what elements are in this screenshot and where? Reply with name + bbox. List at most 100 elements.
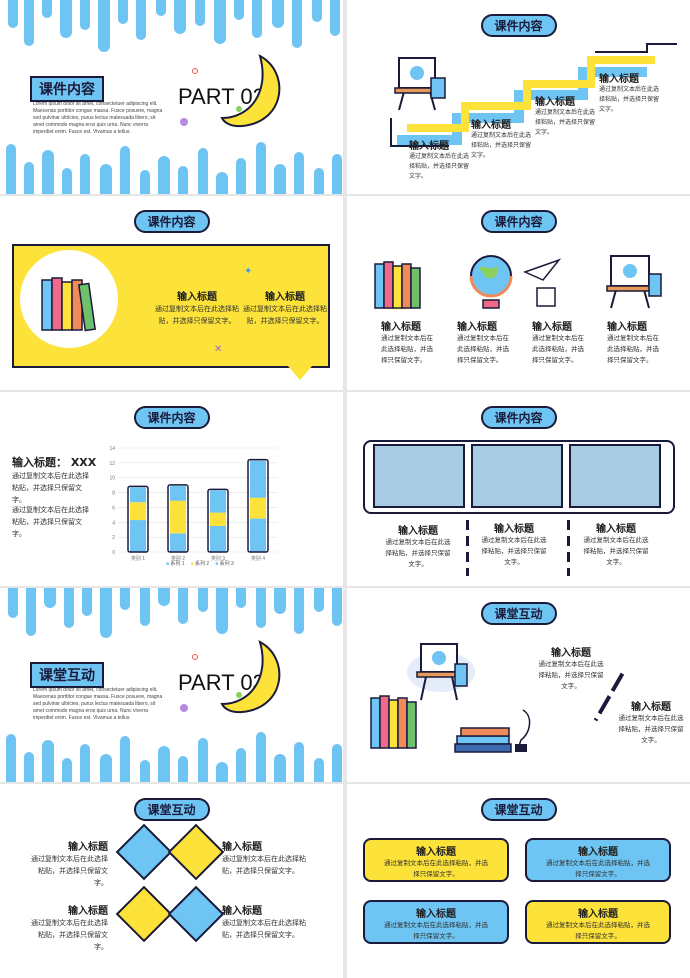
chart-legend: ■ 系列 1 ■ 系列 2 ■ 系列 3 xyxy=(166,560,234,567)
bar-segment xyxy=(210,526,226,552)
item-2: 输入标题 通过复制文本后在此选择粘贴，并选择只保留文字。 xyxy=(618,702,684,744)
section-pill: 课堂互动 xyxy=(480,798,557,821)
chart-heading: 输入标题： XXX xyxy=(12,456,97,469)
item-2: 输入标题 通过复制文本后在此选择粘贴，并选择只保留文字。 xyxy=(481,524,547,566)
diamond-4 xyxy=(167,885,225,943)
y-tick-label: 14 xyxy=(109,446,115,452)
legend-series-1: ■ 系列 1 xyxy=(166,561,185,567)
bar-segment xyxy=(170,533,186,552)
paragraph-1: 通过复制文本后在此选择粘贴，并选择只保留文字。 xyxy=(12,472,89,504)
photo-3 xyxy=(569,444,661,508)
bar-outline xyxy=(127,485,149,553)
item-1: 输入标题 通过复制文本后在此选择粘贴，并选择只保留文字。 xyxy=(381,322,433,364)
cross-icon: ✕ xyxy=(214,344,223,355)
section-pill: 课堂互动 xyxy=(133,798,210,821)
slide-4-four-items[interactable]: 课件内容 输入标题 通过复制文本后在此选择粘贴，并选择只保留文字。 输入标题 通… xyxy=(347,196,690,390)
item-3: 输入标题 通过复制文本后在此选择粘贴，并选择只保留文字。 xyxy=(532,322,584,364)
section-pill: 课堂互动 xyxy=(480,602,557,625)
item-1: 输入标题 通过复制文本后在此选择粘贴，并选择只保留文字。 xyxy=(538,648,604,690)
bar-segment xyxy=(130,520,146,552)
dot-purple xyxy=(180,704,188,712)
easel-icon xyxy=(606,255,662,309)
photo-1 xyxy=(373,444,465,508)
panel-tail xyxy=(288,366,312,380)
slide-3-yellow-panel[interactable]: 课件内容 输入标题 通过复制文本后在此选择粘贴，并选择只保留文字。 输入标题 通… xyxy=(0,196,343,390)
y-tick-label: 8 xyxy=(112,491,115,497)
x-tick-label: 类别 4 xyxy=(251,555,265,562)
section-pill: 课件内容 xyxy=(480,14,557,37)
y-tick-label: 6 xyxy=(112,505,115,511)
lorem-paragraph: Lorem ipsum dolor sit amet, consectetuer… xyxy=(33,101,163,135)
card-3: 输入标题 通过复制文本后在此选择粘贴，并选择只保留文字。 xyxy=(363,900,509,944)
section-pill: 课件内容 xyxy=(480,210,557,233)
item-4: 输入标题 通过复制文本后在此选择粘贴，并选择只保留文字。 xyxy=(222,906,306,939)
section-pill: 课件内容 xyxy=(133,406,210,429)
moon-icon xyxy=(220,640,281,714)
dot-red xyxy=(192,68,198,74)
divider-2 xyxy=(567,520,570,576)
step-3: 输入标题 通过复制文本后在此选择粘贴，并选择只保留文字。 xyxy=(535,97,596,136)
bar-segment xyxy=(170,485,186,501)
dot-purple xyxy=(180,118,188,126)
item-1: 输入标题 通过复制文本后在此选择粘贴，并选择只保留文字。 xyxy=(31,842,108,887)
slide-6-photo-strip[interactable]: 课件内容 输入标题 通过复制文本后在此选择粘贴，并选择只保留文字。 输入标题 通… xyxy=(347,392,690,586)
paper-plane-icon xyxy=(523,258,562,307)
step-4: 输入标题 通过复制文本后在此选择粘贴，并选择只保留文字。 xyxy=(599,74,660,113)
dot-green xyxy=(236,106,242,112)
easel-icon xyxy=(407,643,475,701)
photo-frame xyxy=(363,440,675,514)
x-tick-label: 类别 1 xyxy=(131,555,145,562)
legend-series-2: ■ 系列 2 xyxy=(190,561,210,567)
moon-icon xyxy=(220,54,281,128)
slide-7-part-03[interactable]: 课堂互动 Lorem ipsum dolor sit amet, consect… xyxy=(0,588,343,782)
slide-10-cards[interactable]: 课堂互动 输入标题 通过复制文本后在此选择粘贴，并选择只保留文字。 输入标题 通… xyxy=(347,784,690,978)
books-icon xyxy=(374,261,421,310)
divider-1 xyxy=(466,520,469,576)
staircase-shapes xyxy=(390,43,677,147)
section-title: 课堂互动 xyxy=(30,662,104,688)
bar-segment xyxy=(210,490,226,513)
slide-8-illustration[interactable]: 课堂互动 输入标题 通过复制文本后在此选择粘贴，并选择只保留文字。 输入标题 通… xyxy=(347,588,690,782)
book-stack-quill-icon xyxy=(454,709,531,753)
y-tick-label: 4 xyxy=(112,520,115,526)
lorem-paragraph: Lorem ipsum dolor sit amet, consectetuer… xyxy=(33,687,163,721)
part-number: PART 03 xyxy=(178,670,265,695)
globe-icon xyxy=(469,255,513,309)
diamond-2 xyxy=(167,823,225,881)
section-title: 课件内容 xyxy=(30,76,104,102)
part-number: PART 02 xyxy=(178,84,265,109)
item-1: 输入标题 通过复制文本后在此选择粘贴，并选择只保留文字。 xyxy=(155,292,239,325)
slide-5-chart[interactable]: 课件内容 输入标题： XXX 通过复制文本后在此选择粘贴，并选择只保留文字。 通… xyxy=(0,392,343,586)
photo-2 xyxy=(471,444,563,508)
x-tick-label: 类别 2 xyxy=(171,555,185,562)
bar-segment xyxy=(250,497,266,519)
bar-segment xyxy=(250,460,266,498)
dot-green xyxy=(236,692,242,698)
bar-segment xyxy=(210,512,226,526)
x-tick-label: 类别 3 xyxy=(211,555,225,562)
bar-outline xyxy=(167,484,189,553)
item-2: 输入标题 通过复制文本后在此选择粘贴，并选择只保留文字。 xyxy=(222,842,306,875)
dot-red xyxy=(192,654,198,660)
section-pill: 课件内容 xyxy=(133,210,210,233)
slide-1-part-02[interactable]: 课件内容 Lorem ipsum dolor sit amet, consect… xyxy=(0,0,343,194)
legend-series-3: ■ 系列 3 xyxy=(215,561,234,567)
bar-segment xyxy=(130,487,146,503)
diamond-1 xyxy=(115,823,173,881)
step-1: 输入标题 通过复制文本后在此选择粘贴，并选择只保留文字。 xyxy=(409,141,470,180)
item-2: 输入标题 通过复制文本后在此选择粘贴，并选择只保留文字。 xyxy=(243,292,327,325)
bar-segment xyxy=(130,502,146,521)
item-4: 输入标题 通过复制文本后在此选择粘贴，并选择只保留文字。 xyxy=(607,322,659,364)
paragraph-2: 通过复制文本后在此选择粘贴，并选择只保留文字。 xyxy=(12,506,89,538)
y-tick-label: 2 xyxy=(112,535,115,541)
y-tick-label: 10 xyxy=(109,476,115,482)
step-2: 输入标题 通过复制文本后在此选择粘贴，并选择只保留文字。 xyxy=(471,120,532,159)
slide-9-diamonds[interactable]: 课堂互动 输入标题 通过复制文本后在此选择粘贴，并选择只保留文字。 输入标题 通… xyxy=(0,784,343,978)
slide-2-staircase[interactable]: 课件内容 输入标题 通过复制文本后在此选择粘贴，并选择只保留文字。 输入标题 通… xyxy=(347,0,690,194)
diamond-3 xyxy=(115,885,173,943)
bar-outline xyxy=(207,488,229,553)
star-icon: ✦ xyxy=(244,266,253,277)
card-1: 输入标题 通过复制文本后在此选择粘贴，并选择只保留文字。 xyxy=(363,838,509,882)
item-2: 输入标题 通过复制文本后在此选择粘贴，并选择只保留文字。 xyxy=(457,322,509,364)
